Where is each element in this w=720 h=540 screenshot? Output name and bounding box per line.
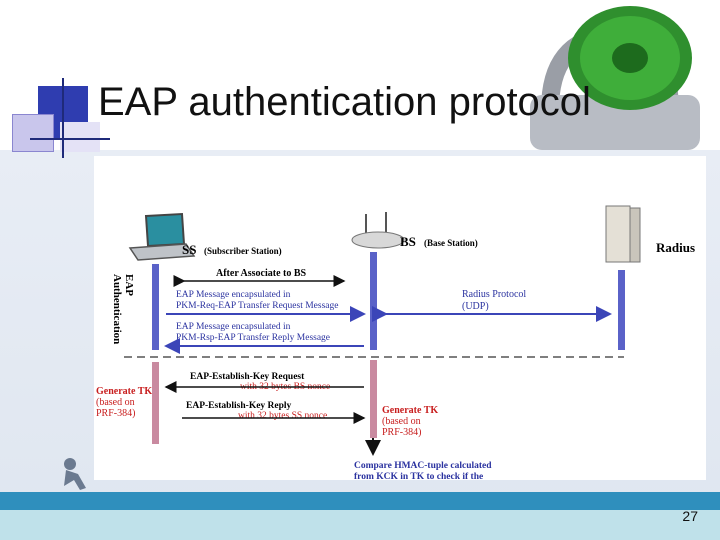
ss-label: SS: [182, 242, 196, 257]
bs-lifeline-blue: [370, 252, 377, 350]
gen-tk-bs-line1: Generate TK: [382, 405, 438, 416]
msg1-line1: EAP Message encapsulated in: [176, 290, 291, 300]
bs-sublabel: (Base Station): [424, 238, 478, 248]
radius-lifeline: [618, 270, 625, 350]
compare-line2: from KCK in TK to check if the: [354, 472, 483, 480]
radius-protocol-line2: (UDP): [462, 301, 489, 312]
svg-text:EAP: EAP: [123, 274, 135, 296]
router-icon: [351, 212, 405, 249]
ss-sublabel: (Subscriber Station): [204, 246, 282, 256]
runner-silhouette-icon: [64, 458, 86, 490]
slide-title: EAP authentication protocol: [98, 80, 591, 124]
eap-authentication-label: EAP Authentication: [111, 274, 135, 344]
radius-protocol-line1: Radius Protocol: [462, 289, 526, 300]
msg1-line2: PKM-Req-EAP Transfer Request Message: [176, 300, 338, 311]
gen-tk-bs-line2: (based on: [382, 416, 421, 427]
svg-text:Authentication: Authentication: [111, 274, 123, 344]
msg2-line1: EAP Message encapsulated in: [176, 322, 291, 332]
footer-bar: [0, 492, 720, 510]
page-number: 27: [682, 508, 698, 524]
gen-tk-ss-line2: (based on: [96, 397, 135, 408]
after-associate-text: After Associate to BS: [216, 268, 307, 279]
key-request-line1: EAP-Establish-Key Request: [190, 372, 305, 382]
key-reply-line1: EAP-Establish-Key Reply: [186, 401, 292, 411]
bs-label: BS: [400, 234, 416, 249]
decor-square-light: [12, 114, 54, 152]
decor-square-pale: [60, 122, 100, 152]
decor-horizontal-line: [30, 138, 110, 140]
msg2-line2: PKM-Rsp-EAP Transfer Reply Message: [176, 332, 330, 343]
ss-lifeline-pink: [152, 362, 159, 444]
radius-label: Radius: [656, 240, 695, 255]
gen-tk-ss-line1: Generate TK: [96, 386, 152, 397]
gen-tk-ss-line3: PRF-384): [96, 408, 135, 419]
bs-lifeline-pink: [370, 360, 377, 438]
eap-sequence-diagram: SS (Subscriber Station) BS (Base Station…: [96, 205, 695, 482]
compare-line1: Compare HMAC-tuple calculated: [354, 461, 492, 471]
padlock-icon: [530, 6, 700, 150]
ss-lifeline-blue: [152, 264, 159, 350]
footer-band: [0, 510, 720, 540]
laptop-icon: [128, 212, 196, 261]
key-reply-line2: with 32 bytes SS nonce: [238, 411, 327, 421]
server-icon: [605, 205, 641, 263]
gen-tk-bs-line3: PRF-384): [382, 427, 421, 438]
diagram-panel: SS (Subscriber Station) BS (Base Station…: [94, 156, 706, 482]
decor-vertical-line: [62, 78, 64, 158]
